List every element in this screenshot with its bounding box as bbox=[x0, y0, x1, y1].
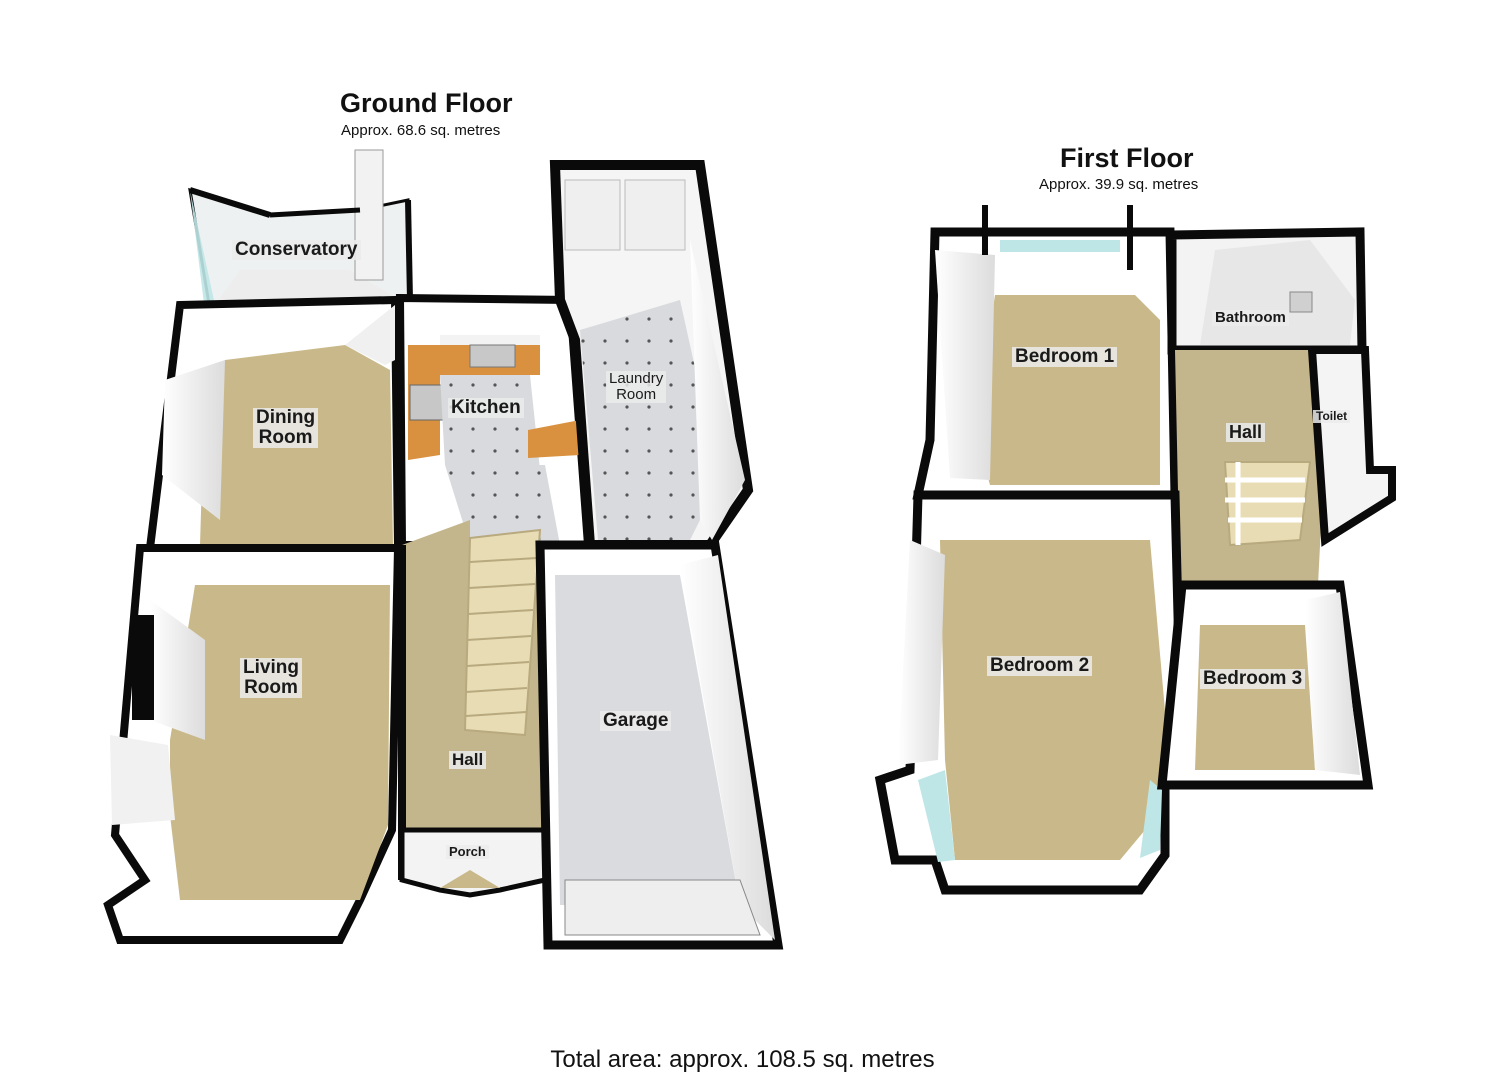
label-ground-hall: Hall bbox=[449, 751, 487, 769]
first-hall bbox=[1175, 350, 1330, 585]
first-floor-title: First Floor bbox=[1060, 143, 1194, 173]
label-living-room: Living Room bbox=[240, 658, 302, 698]
label-toilet: Toilet bbox=[1313, 410, 1351, 423]
total-area: Total area: approx. 108.5 sq. metres bbox=[550, 1046, 935, 1073]
ground-floor-plan bbox=[103, 149, 784, 950]
laundry-room bbox=[549, 160, 754, 550]
bedroom-2-room bbox=[874, 490, 1187, 895]
label-bedroom-3: Bedroom 3 bbox=[1200, 669, 1306, 689]
ground-floor-area: Approx. 68.6 sq. metres bbox=[341, 122, 501, 139]
label-first-hall: Hall bbox=[1226, 423, 1266, 442]
label-bedroom-1: Bedroom 1 bbox=[1012, 347, 1118, 367]
label-bedroom-2: Bedroom 2 bbox=[987, 656, 1093, 676]
toilet-room bbox=[1307, 346, 1396, 547]
label-kitchen: Kitchen bbox=[448, 398, 524, 418]
label-laundry-room: Laundry Room bbox=[606, 371, 667, 403]
label-garage: Garage bbox=[600, 711, 672, 731]
garage-room bbox=[535, 540, 784, 950]
label-dining-room: Dining Room bbox=[253, 408, 319, 448]
label-conservatory: Conservatory bbox=[232, 240, 361, 260]
label-porch: Porch bbox=[446, 845, 489, 859]
ground-floor-title: Ground Floor bbox=[340, 88, 513, 118]
bathroom-room bbox=[1167, 227, 1367, 355]
first-floor-plan bbox=[874, 205, 1396, 895]
living-room bbox=[103, 544, 403, 944]
porch-room bbox=[399, 827, 548, 898]
kitchen-room bbox=[395, 293, 593, 549]
first-floor-area: Approx. 39.9 sq. metres bbox=[1039, 176, 1199, 193]
label-bathroom: Bathroom bbox=[1212, 310, 1289, 326]
